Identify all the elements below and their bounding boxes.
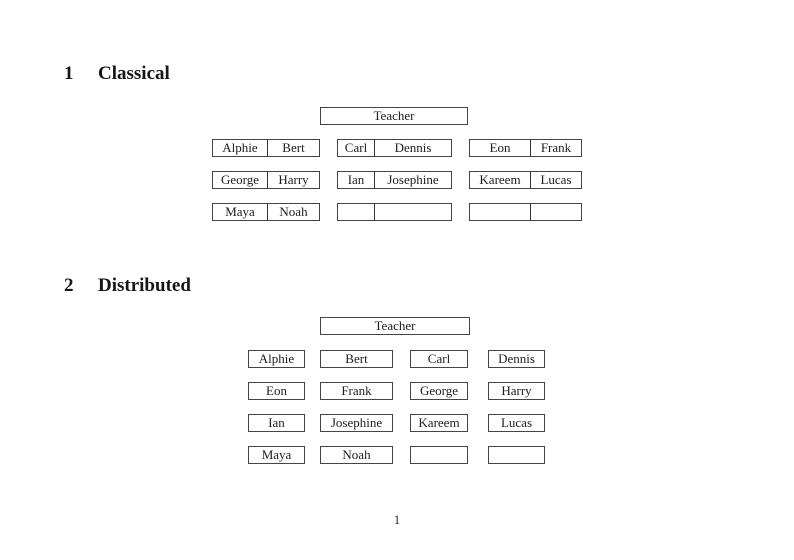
desk: George <box>410 382 468 400</box>
seat: Maya <box>225 204 255 219</box>
desk: Carl <box>410 350 468 368</box>
seat: Josephine <box>374 172 451 188</box>
desk: Lucas <box>488 414 545 432</box>
section-title: Distributed <box>98 275 191 296</box>
desk: Bert <box>320 350 393 368</box>
seat: Ian <box>347 172 365 187</box>
desk: Maya Noah <box>212 203 320 221</box>
seat: Frank <box>530 140 581 156</box>
page-number: 1 <box>393 512 401 527</box>
desk <box>488 446 545 464</box>
seat <box>470 204 530 220</box>
desk: Eon <box>248 382 305 400</box>
desk <box>410 446 468 464</box>
desk: Dennis <box>488 350 545 368</box>
section-number: 2 <box>64 275 74 296</box>
desk <box>469 203 582 221</box>
desk: George Harry <box>212 171 320 189</box>
desk: Maya <box>248 446 305 464</box>
desk: Eon Frank <box>469 139 582 157</box>
desk: Carl Dennis <box>337 139 452 157</box>
desk: Noah <box>320 446 393 464</box>
seat: Carl <box>344 140 368 155</box>
desk: Alphie Bert <box>212 139 320 157</box>
teacher-box: Teacher <box>320 107 468 125</box>
seat: Lucas <box>530 172 581 188</box>
desk: Harry <box>488 382 545 400</box>
desk: Frank <box>320 382 393 400</box>
section-title: Classical <box>98 63 170 84</box>
seat: Kareem <box>479 172 521 187</box>
desk: Alphie <box>248 350 305 368</box>
desk: Josephine <box>320 414 393 432</box>
seat: Noah <box>267 204 319 220</box>
desk: Kareem Lucas <box>469 171 582 189</box>
seat: Bert <box>267 140 319 156</box>
seat: Harry <box>267 172 319 188</box>
section-heading-classical: 1 Classical <box>64 64 170 83</box>
section-number: 1 <box>64 63 74 84</box>
seat <box>374 204 451 220</box>
desk: Ian <box>248 414 305 432</box>
desk: Kareem <box>410 414 468 432</box>
seat: George <box>220 172 260 187</box>
teacher-box: Teacher <box>320 317 470 335</box>
seat <box>338 204 374 220</box>
seat <box>530 204 581 220</box>
desk <box>337 203 452 221</box>
seat: Dennis <box>374 140 451 156</box>
desk: Ian Josephine <box>337 171 452 189</box>
section-heading-distributed: 2 Distributed <box>64 276 191 295</box>
seat: Alphie <box>222 140 258 155</box>
seat: Eon <box>489 140 511 155</box>
